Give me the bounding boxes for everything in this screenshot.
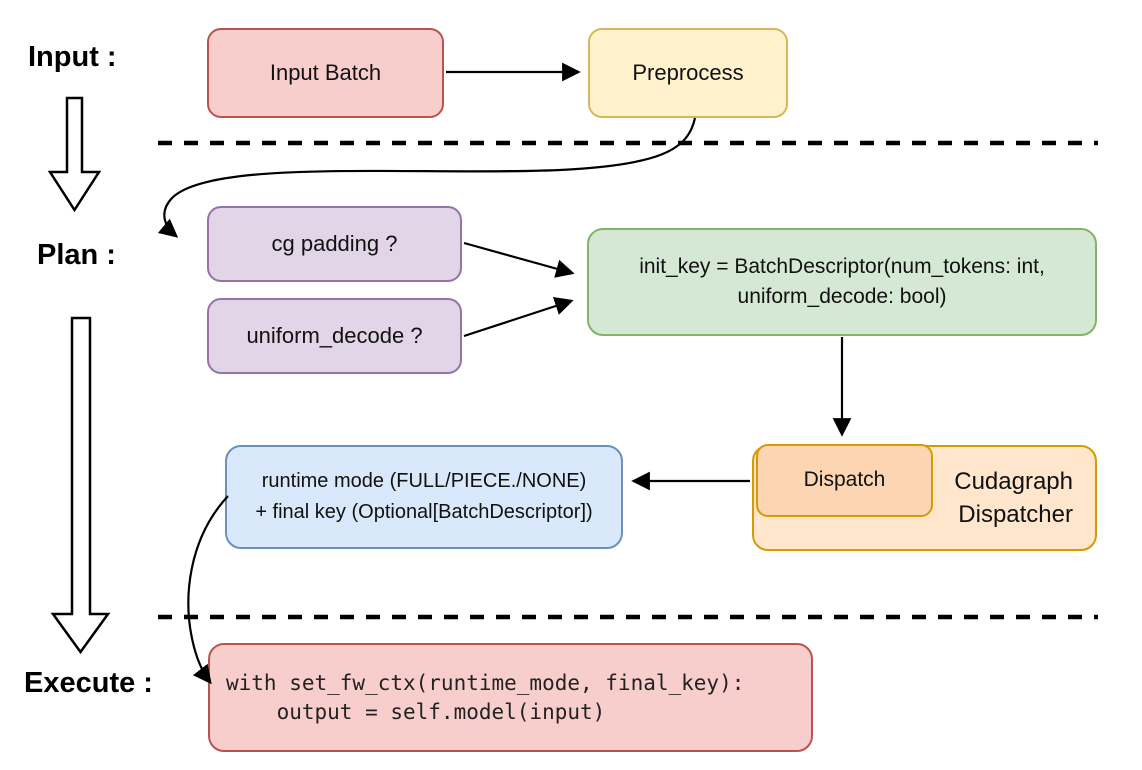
plan-section-label: Plan : (37, 239, 116, 271)
runtime-mode-line2: + final key (Optional[BatchDescriptor]) (255, 501, 593, 523)
input-batch-label: Input Batch (269, 60, 382, 86)
init-key-line1: init_key = BatchDescriptor(num_tokens: i… (639, 255, 1045, 278)
cg-padding-label: cg padding ? (271, 231, 398, 257)
input-batch-node: Input Batch (207, 28, 444, 118)
arrow-cg-padding-to-init-key (463, 241, 575, 278)
plan-flow-arrow (50, 316, 111, 655)
execute-code-node: with set_fw_ctx(runtime_mode, final_key)… (208, 643, 813, 752)
dispatch-node: Dispatch (756, 444, 933, 517)
execute-code-line2: output = self.model(input) (226, 699, 606, 724)
init-key-line2: uniform_decode: bool) (737, 285, 947, 308)
cudagraph-dispatcher-line1: Cudagraph (954, 468, 1073, 495)
execute-section-label: Execute : (24, 667, 153, 699)
init-key-node: init_key = BatchDescriptor(num_tokens: i… (587, 228, 1097, 336)
runtime-mode-line1: runtime mode (FULL/PIECE./NONE) (261, 470, 587, 492)
preprocess-label: Preprocess (632, 60, 744, 86)
dispatch-label: Dispatch (803, 468, 886, 492)
uniform-decode-label: uniform_decode ? (246, 323, 423, 349)
preprocess-node: Preprocess (588, 28, 788, 118)
runtime-mode-node: runtime mode (FULL/PIECE./NONE) + final … (225, 445, 623, 549)
cg-padding-node: cg padding ? (207, 206, 462, 282)
execute-code-line1: with set_fw_ctx(runtime_mode, final_key)… (226, 670, 745, 695)
cudagraph-dispatcher-line2: Dispatcher (958, 501, 1073, 528)
arrow-uniform-decode-to-init-key (463, 297, 574, 338)
uniform-decode-node: uniform_decode ? (207, 298, 462, 374)
input-flow-arrow (47, 96, 102, 213)
input-section-label: Input : (28, 41, 117, 73)
